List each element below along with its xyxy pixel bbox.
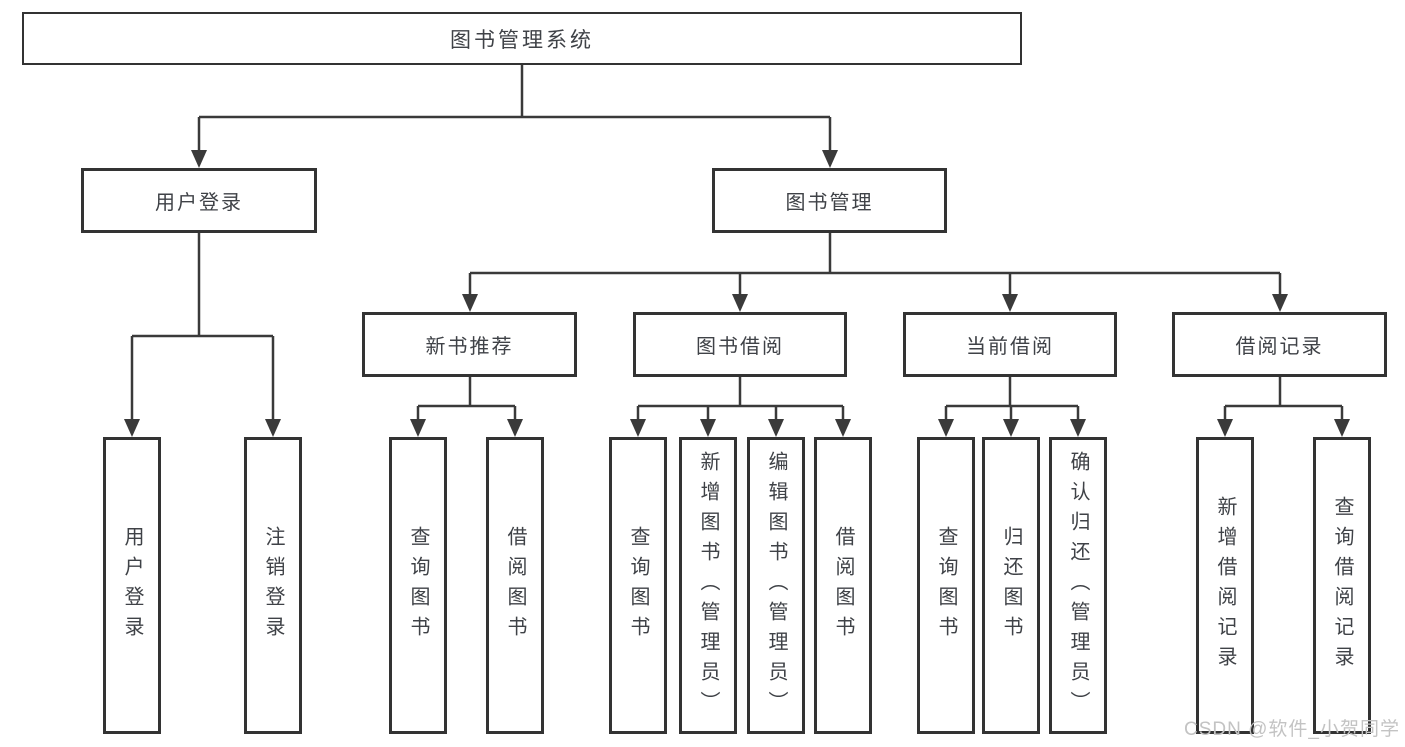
node-root-label: 图书管理系统 (450, 28, 594, 52)
connector-book-borrowing-children (630, 377, 851, 437)
connector-borrowing-records-children (1217, 377, 1350, 437)
node-leaf-query-borrow-record: 查询借阅记录 (1313, 437, 1371, 734)
node-leaf-borrow-books-recommend: 借阅图书 (486, 437, 544, 734)
node-leaf-return-books: 归还图书 (982, 437, 1040, 734)
node-leaf-borrow-books: 借阅图书 (814, 437, 872, 734)
node-borrowing-records-label: 借阅记录 (1235, 336, 1324, 358)
node-leaf-query-books-current: 查询图书 (917, 437, 975, 734)
connector-book-management-children (462, 232, 1288, 312)
node-leaf-logout: 注销登录 (244, 437, 302, 734)
node-leaf-user-login: 用户登录 (103, 437, 161, 734)
connector-user-login-children (124, 232, 281, 437)
node-book-borrowing: 图书借阅 (633, 312, 847, 377)
connector-root-to-level2 (191, 65, 838, 168)
node-new-book-recommendation-label: 新书推荐 (425, 336, 514, 358)
node-leaf-confirm-return-admin: 确认归还（管理员） (1049, 437, 1107, 734)
node-current-borrowing: 当前借阅 (903, 312, 1117, 377)
node-current-borrowing-label: 当前借阅 (966, 336, 1054, 358)
node-borrowing-records: 借阅记录 (1172, 312, 1387, 377)
node-book-management-label: 图书管理 (785, 192, 874, 214)
node-leaf-query-books-recommend: 查询图书 (389, 437, 447, 734)
node-user-login-label: 用户登录 (155, 192, 243, 214)
node-root: 图书管理系统 (22, 12, 1022, 65)
node-leaf-add-borrow-record: 新增借阅记录 (1196, 437, 1254, 734)
node-user-login: 用户登录 (81, 168, 317, 233)
watermark: CSDN @软件_小贺同学 (1184, 719, 1400, 740)
node-leaf-add-book-admin: 新增图书（管理员） (679, 437, 737, 734)
node-leaf-query-books-borrowing: 查询图书 (609, 437, 667, 734)
node-book-management: 图书管理 (712, 168, 947, 233)
node-leaf-edit-book-admin: 编辑图书（管理员） (747, 437, 805, 734)
node-book-borrowing-label: 图书借阅 (696, 336, 784, 358)
node-new-book-recommendation: 新书推荐 (362, 312, 577, 377)
connector-current-borrowing-children (938, 377, 1086, 437)
connector-new-book-recommendation-children (410, 377, 523, 437)
